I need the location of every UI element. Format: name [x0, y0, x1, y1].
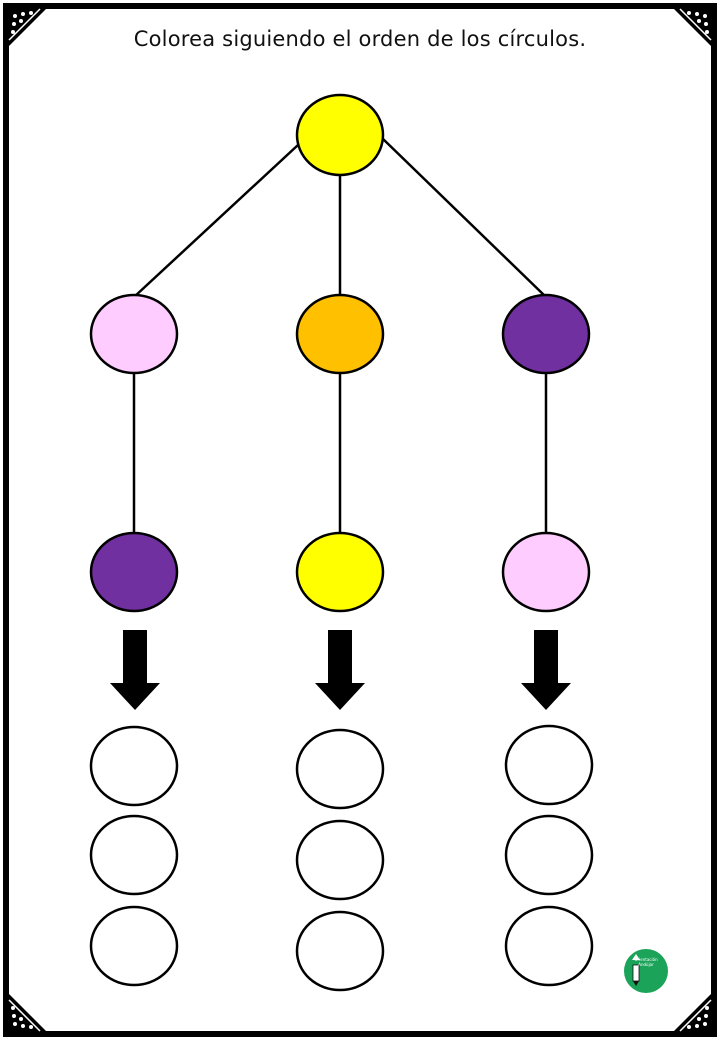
connector-root-left	[133, 144, 299, 298]
branch-1-level-1-circle	[89, 293, 179, 375]
connector-root-right	[381, 137, 547, 298]
branch-2-level-2-circle	[295, 531, 385, 613]
down-arrow-icon	[315, 630, 365, 710]
blank-circle[interactable]	[504, 905, 594, 987]
page-border	[3, 3, 717, 1037]
down-arrow-icon	[521, 630, 571, 710]
blank-circle[interactable]	[89, 725, 179, 807]
tree-connectors	[132, 137, 548, 534]
dotted-corner-icon	[8, 8, 46, 46]
blank-circle[interactable]	[504, 814, 594, 896]
root-circle	[295, 93, 385, 177]
dotted-corner-icon	[8, 994, 46, 1032]
instruction-title: Colorea siguiendo el orden de los círcul…	[133, 27, 587, 51]
blank-circles	[89, 724, 594, 992]
branch-3-level-2-circle	[501, 531, 591, 613]
blank-circle[interactable]	[295, 728, 385, 810]
logo-text: Orientación Andújar	[634, 957, 658, 967]
branch-2-level-1-circle	[295, 293, 385, 375]
blank-circle[interactable]	[89, 814, 179, 896]
dotted-corner-icon	[674, 8, 712, 46]
pencil-logo-icon	[624, 949, 668, 993]
blank-circle[interactable]	[295, 819, 385, 901]
blank-circle[interactable]	[504, 724, 594, 806]
blank-circle[interactable]	[89, 905, 179, 987]
branch-3-level-1-circle	[501, 293, 591, 375]
blank-circle[interactable]	[295, 910, 385, 992]
branch-1-level-2-circle	[89, 531, 179, 613]
down-arrow-icon	[110, 630, 160, 710]
dotted-corner-icon	[674, 994, 712, 1032]
